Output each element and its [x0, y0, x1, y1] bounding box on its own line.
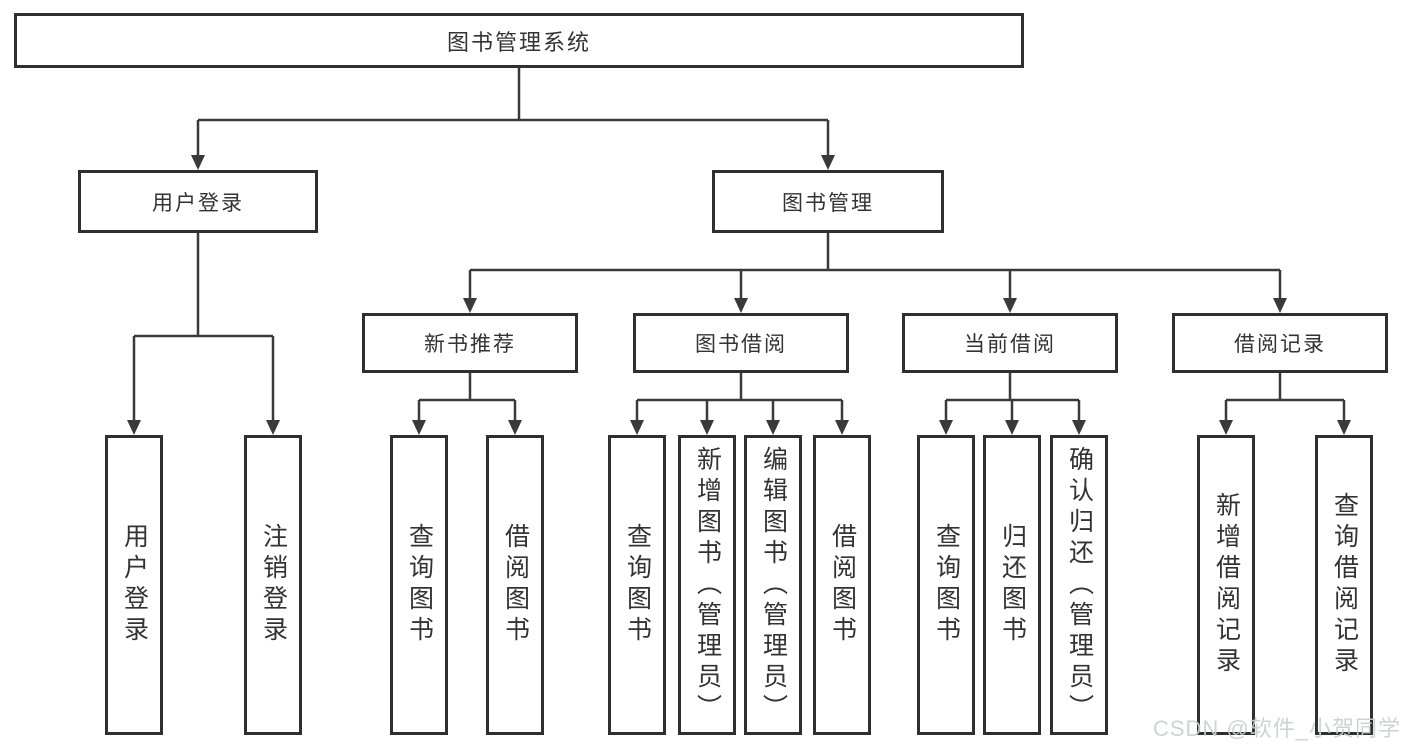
leaf-query-books-recommend: 查询图书 [390, 435, 448, 735]
node-label: 查询借阅记录 [1330, 492, 1359, 678]
node-new-book-recommend: 新书推荐 [362, 313, 578, 373]
node-user-login: 用户登录 [78, 170, 318, 233]
leaf-query-borrow-record: 查询借阅记录 [1315, 435, 1373, 735]
node-label: 查询图书 [623, 523, 652, 647]
leaf-borrow-books: 借阅图书 [813, 435, 871, 735]
node-book-management: 图书管理 [712, 170, 944, 233]
leaf-user-login: 用户登录 [105, 435, 163, 735]
node-label: 新增图书（管理员） [693, 445, 722, 725]
node-book-borrow: 图书借阅 [633, 313, 849, 373]
leaf-add-books-admin: 新增图书（管理员） [678, 435, 736, 735]
node-label: 用户登录 [152, 191, 244, 215]
leaf-borrow-books-recommend: 借阅图书 [486, 435, 544, 735]
leaf-confirm-return-admin: 确认归还（管理员） [1050, 435, 1108, 735]
node-label: 用户登录 [120, 523, 149, 647]
node-label: 图书借阅 [695, 333, 787, 356]
node-label: 图书管理系统 [446, 29, 591, 55]
node-label: 编辑图书（管理员） [759, 445, 788, 725]
node-label: 新增借阅记录 [1212, 492, 1241, 678]
leaf-query-books-current: 查询图书 [917, 435, 975, 735]
node-current-borrow: 当前借阅 [902, 313, 1118, 373]
node-label: 注销登录 [259, 523, 288, 647]
leaf-add-borrow-record: 新增借阅记录 [1197, 435, 1255, 735]
node-label: 归还图书 [998, 523, 1027, 647]
node-label: 当前借阅 [964, 333, 1056, 356]
leaf-edit-books-admin: 编辑图书（管理员） [744, 435, 802, 735]
node-label: 新书推荐 [424, 333, 516, 356]
node-label: 借阅记录 [1234, 333, 1326, 356]
node-label: 查询图书 [405, 523, 434, 647]
csdn-watermark: CSDN @软件_小贺同学 [1152, 716, 1401, 741]
node-label: 借阅图书 [501, 523, 530, 647]
leaf-return-books: 归还图书 [983, 435, 1041, 735]
node-borrow-records: 借阅记录 [1172, 313, 1388, 373]
node-label: 图书管理 [782, 191, 874, 215]
leaf-query-books-borrow: 查询图书 [608, 435, 666, 735]
node-label: 借阅图书 [828, 523, 857, 647]
node-label: 查询图书 [932, 523, 961, 647]
leaf-logout: 注销登录 [244, 435, 302, 735]
node-library-management-system: 图书管理系统 [14, 13, 1024, 68]
node-label: 确认归还（管理员） [1065, 445, 1094, 725]
